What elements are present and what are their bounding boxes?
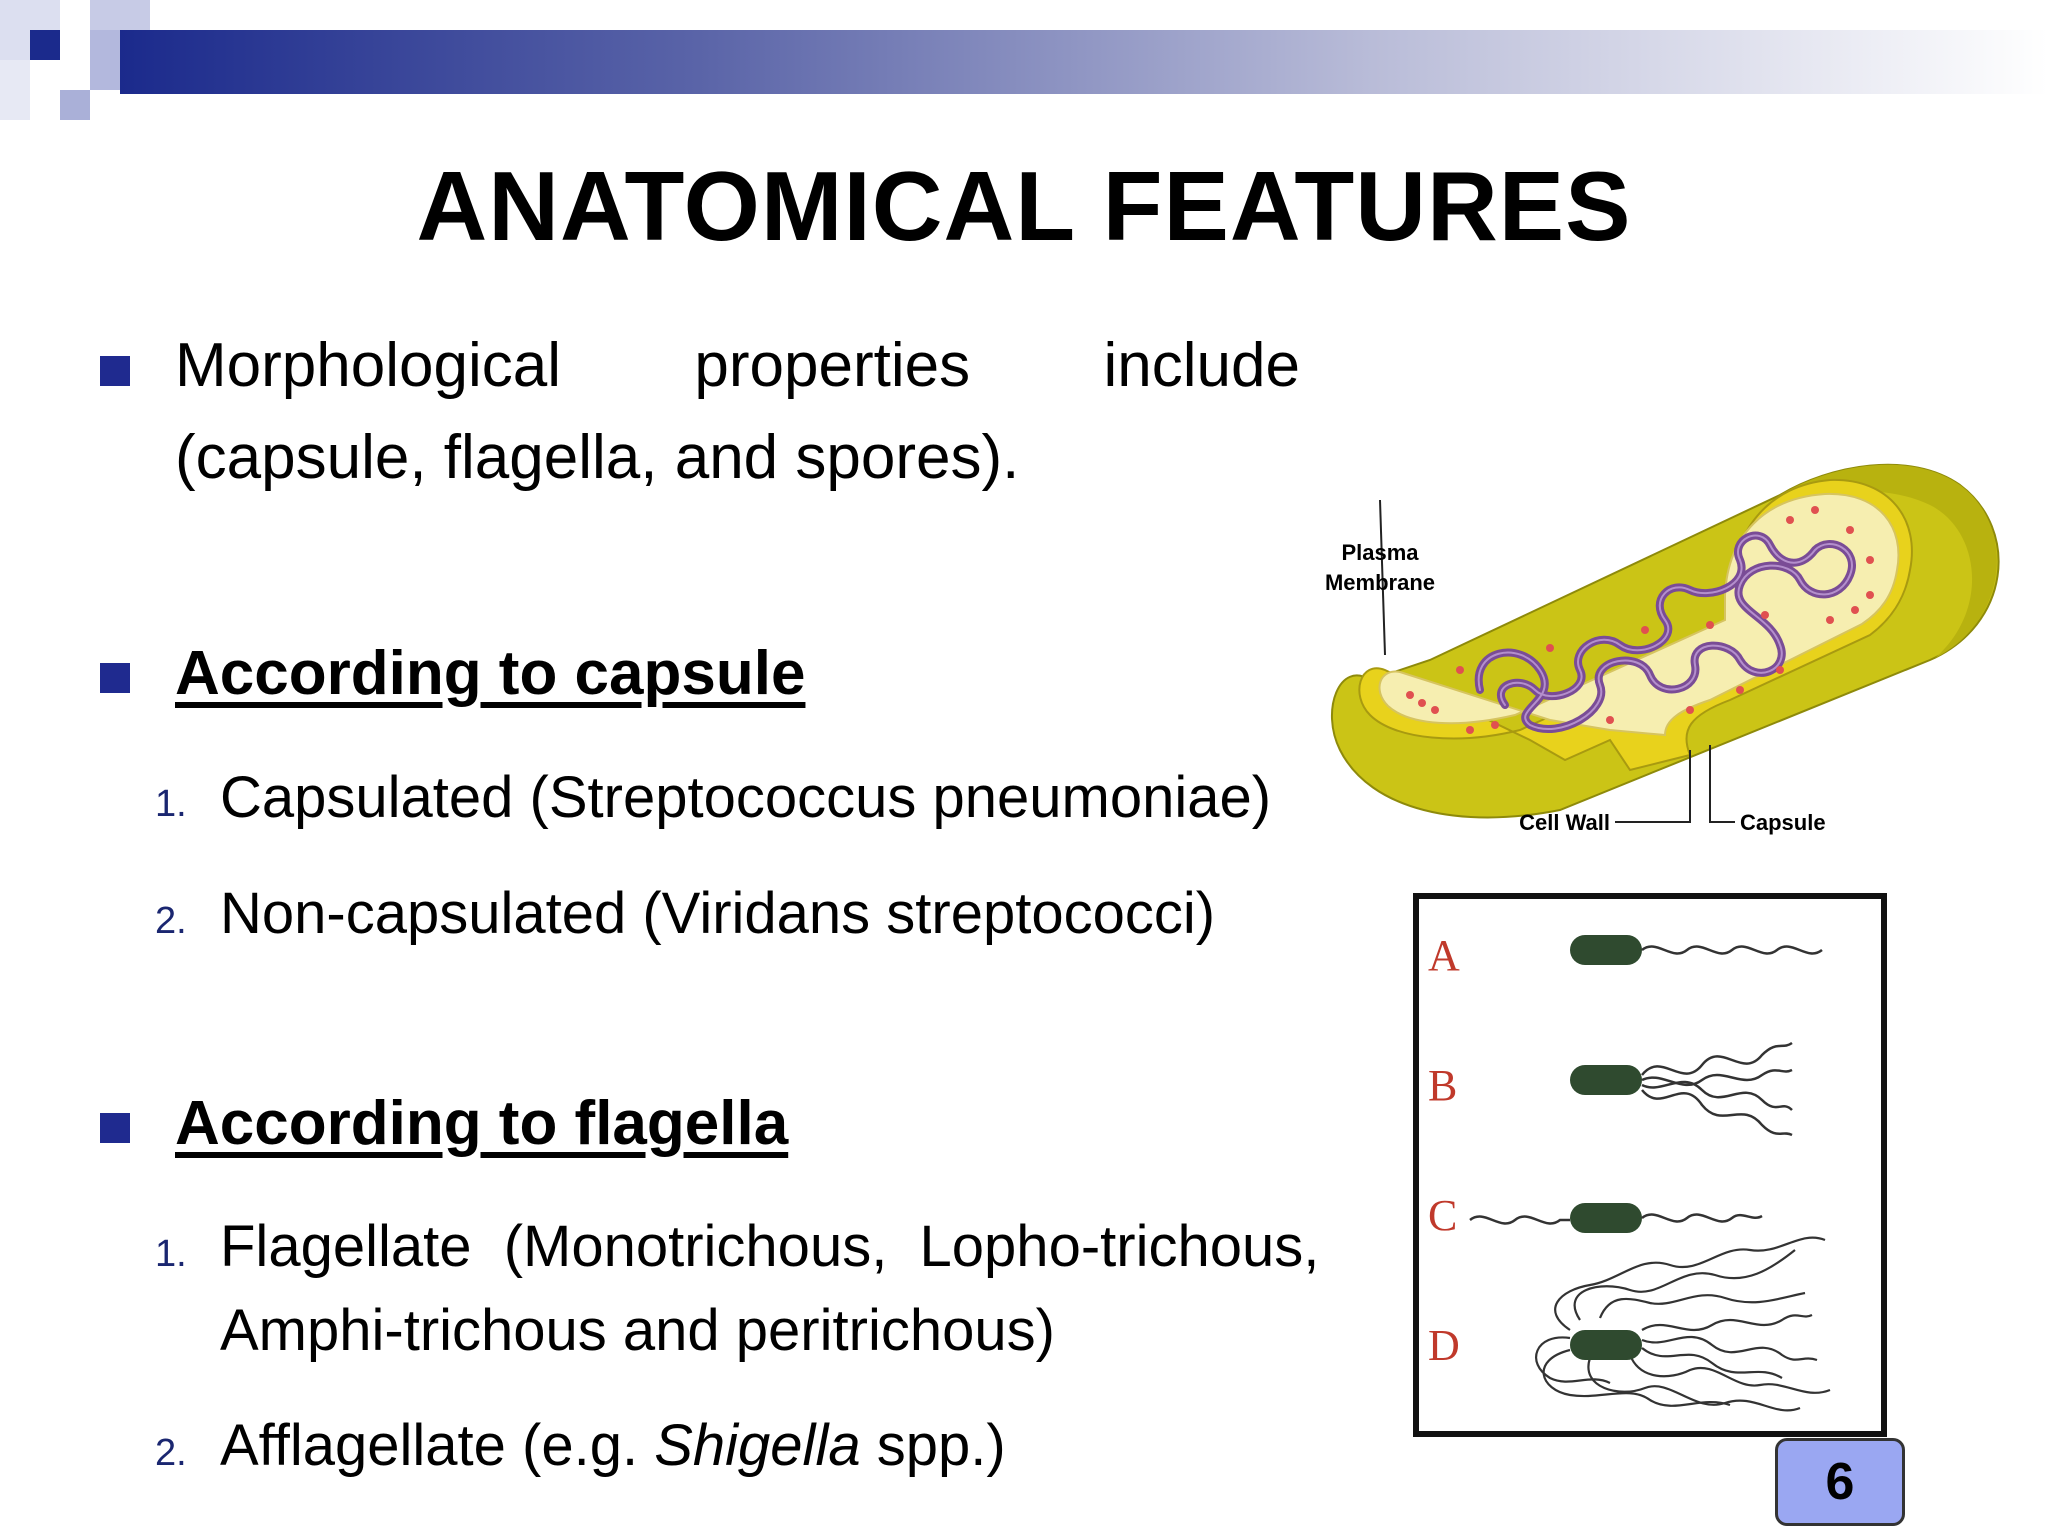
page-number-badge: 6 <box>1775 1438 1905 1526</box>
flagellum-c-left <box>1469 1215 1570 1225</box>
bacterial-cell-diagram: Plasma Membrane Cell Wall Capsule <box>1325 463 2000 835</box>
flagella-d <box>1535 1236 1831 1412</box>
intro-word: Morphological <box>175 331 561 400</box>
list-number: 1. <box>155 783 187 825</box>
list-number: 2. <box>155 1432 187 1474</box>
flagella-item-2-suffix: spp.) <box>860 1413 1006 1478</box>
ribosome-dots <box>1406 506 1874 734</box>
plasma-leader-line <box>1379 499 1386 656</box>
intro-line-2: (capsule, flagella, and spores). <box>175 423 1020 492</box>
diagram-frame <box>1413 893 1887 1437</box>
list-number: 2. <box>155 900 187 942</box>
capsule-item-1: Capsulated (Streptococcus pneumoniae) <box>220 765 1272 830</box>
letter-b: B <box>1428 1061 1457 1110</box>
letter-c: C <box>1428 1191 1457 1240</box>
cell-b <box>1570 1065 1642 1095</box>
flagella-item-2-prefix: Afflagellate (e.g. <box>220 1413 655 1478</box>
label-plasma: Plasma <box>1341 540 1419 565</box>
capsule-heading: According to capsule <box>175 639 806 708</box>
label-capsule: Capsule <box>1740 810 1826 835</box>
flagella-item-1: Flagellate (Monotrichous, Lopho-trichous… <box>220 1205 1319 1373</box>
cytoplasm <box>1378 492 1900 737</box>
flagellum-c-right <box>1641 1213 1763 1223</box>
bullet-square <box>100 1113 130 1143</box>
letter-a: A <box>1428 931 1460 980</box>
list-number: 1. <box>155 1233 187 1275</box>
flagella-b <box>1641 1041 1793 1137</box>
flagella-item-1-line-2: Amphi-trichous and peritrichous) <box>220 1298 1055 1363</box>
flagella-item-1-line-1: Flagellate (Monotrichous, Lopho-trichous… <box>220 1214 1320 1279</box>
cell-d <box>1570 1330 1642 1360</box>
header-band <box>120 30 2048 94</box>
slide-title: ANATOMICAL FEATURES <box>416 151 1632 261</box>
label-membrane: Membrane <box>1325 570 1435 595</box>
capsule-item-2: Non-capsulated (Viridans streptococci) <box>220 881 1216 946</box>
label-cell-wall: Cell Wall <box>1519 810 1610 835</box>
flagella-item-2: Afflagellate (e.g. Shigella spp.) <box>220 1404 1006 1488</box>
intro-word: properties <box>694 331 971 400</box>
cell-wall-leader-line <box>1615 750 1691 823</box>
intro-line-1: Morphological properties include <box>175 320 1300 412</box>
dna-strand <box>1477 534 1853 731</box>
intro-text: Morphological properties include (capsul… <box>175 320 1300 504</box>
bullet-square <box>100 356 130 386</box>
capsule-leader-line <box>1709 745 1735 823</box>
cell-a <box>1570 935 1642 965</box>
flagella-arrangement-diagram: A B C D <box>1413 893 1887 1437</box>
flagellum-a <box>1641 945 1823 955</box>
letter-d: D <box>1428 1321 1460 1370</box>
flagella-item-2-italic: Shigella <box>654 1413 861 1478</box>
capsule-end <box>1780 464 1997 658</box>
corner-decoration <box>0 0 180 130</box>
flagella-heading: According to flagella <box>175 1089 789 1158</box>
bullet-square <box>100 663 130 693</box>
intro-word: include <box>1103 331 1300 400</box>
cell-c <box>1570 1203 1642 1233</box>
